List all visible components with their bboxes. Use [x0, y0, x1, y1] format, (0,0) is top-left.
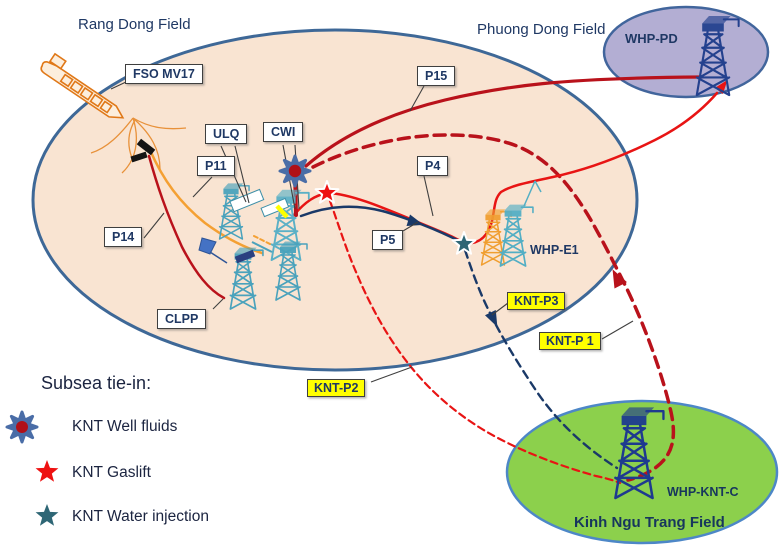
label-whp-knt-c: WHP-KNT-C: [667, 485, 739, 499]
legend-label-water-injection: KNT Water injection: [72, 508, 209, 525]
legend-label-well-fluids: KNT Well fluids: [72, 418, 178, 435]
label-whp-e1: WHP-E1: [530, 243, 579, 257]
mooring-lines: [90, 117, 187, 174]
platform-central-complex: [198, 182, 310, 310]
callout-p15: P15: [417, 66, 456, 86]
mooring-buoy-2: [130, 151, 148, 163]
field-rang-dong-ellipse: [31, 28, 639, 372]
legend-label-gaslift: KNT Gaslift: [72, 464, 151, 481]
callout-knt-p2: KNT-P2: [307, 379, 366, 397]
field-title-rang-dong: Rang Dong Field: [78, 16, 191, 33]
pipeline-knt-p3-line: [463, 248, 619, 470]
knt-p3-arrowhead: [484, 309, 498, 327]
pipeline-knt-p2-line: [328, 199, 622, 485]
flare-boom: [209, 251, 228, 264]
platform-whp-e1: [480, 180, 542, 267]
p4-arrowhead: [714, 79, 728, 95]
cwi-tie-in-point: [275, 204, 289, 219]
gaslift-star-icon: [35, 460, 59, 482]
callout-leader-lines: [110, 81, 634, 383]
water-injection-star-icon: [35, 504, 59, 526]
marker-water-injection-star: [451, 231, 477, 255]
field-title-phuong-dong: Phuong Dong Field: [477, 21, 606, 38]
marker-gaslift-star: [314, 180, 340, 204]
platform-fso-tanker: [40, 52, 187, 174]
callout-p11: P11: [197, 156, 235, 176]
flare-flag-icon: [198, 237, 217, 255]
callout-p4: P4: [417, 156, 449, 176]
knt-p1-arrowhead: [612, 269, 627, 289]
clpp-deck-module: [234, 249, 256, 264]
p5-arrowhead: [406, 214, 424, 226]
callout-knt-p1: KNT-P 1: [539, 332, 601, 350]
callout-p5: P5: [372, 230, 404, 250]
pipeline-p14-line: [147, 154, 226, 300]
ulq-deck-module: [229, 188, 265, 213]
e1-crane-boom: [523, 180, 542, 207]
subsea-orange-tieback: [253, 235, 273, 246]
callout-clpp: CLPP: [157, 309, 207, 329]
callout-fso-mv17: FSO MV17: [125, 64, 203, 84]
pipeline-p11-line: [148, 148, 264, 255]
bridge-link: [251, 241, 273, 253]
marker-well-fluids-burst: [278, 154, 312, 188]
callout-ulq: ULQ: [205, 124, 248, 144]
pipeline-p4-line: [292, 91, 719, 245]
callout-knt-p3: KNT-P3: [507, 292, 566, 310]
callout-cwi: CWI: [263, 122, 304, 142]
deck-module-2: [260, 197, 290, 218]
legend-title: Subsea tie-in:: [41, 373, 152, 393]
label-whp-pd: WHP-PD: [625, 31, 678, 46]
callout-p14: P14: [104, 227, 143, 247]
field-title-kinh-ngu-trang: Kinh Ngu Trang Field: [574, 514, 725, 531]
pipeline-knt-p1-line: [311, 133, 676, 482]
pipeline-p5-line: [299, 205, 463, 244]
field-phuong-dong-ellipse: [602, 5, 770, 99]
pipeline-p15-line: [304, 75, 704, 168]
mooring-buoy: [136, 138, 156, 156]
well-fluids-burst-icon: [5, 410, 39, 444]
